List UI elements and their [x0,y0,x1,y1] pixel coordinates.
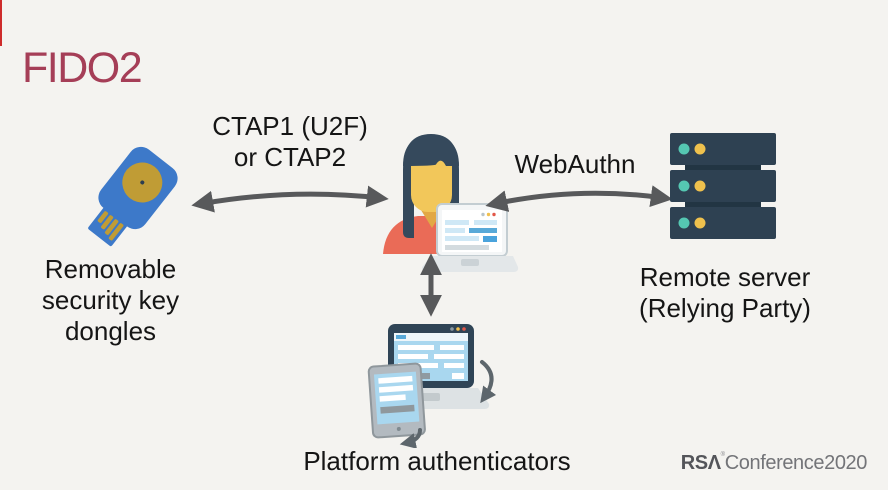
slide-title: FIDO2 [22,44,143,92]
platform-authenticators-icon [367,324,497,448]
label-line: Remote server [639,262,811,292]
label-remote-server: Remote server (Relying Party) [635,262,815,324]
label-line: dongles [64,316,157,346]
left-edge-accent-bar [0,0,2,46]
rsa-logo-text: RSΛ [680,452,721,474]
label-ctap: CTAP1 (U2F) or CTAP2 [196,111,384,173]
label-removable-security-key-dongles: Removable security key dongles [28,254,193,347]
label-platform-authenticators: Platform authenticators [287,446,587,477]
label-line: (Relying Party) [639,293,811,323]
usb-security-key-icon [88,146,178,247]
label-webauthn: WebAuthn [495,149,655,180]
conference-logo-text: Conference2020 [724,452,868,474]
label-line: security key [41,285,180,315]
registered-mark: ® [720,452,725,458]
rsa-conference-logo: RSΛ®Conference2020 [680,452,868,475]
label-line: Platform authenticators [303,446,571,476]
label-line: Removable [44,254,177,284]
server-stack-icon [670,133,776,239]
label-line: WebAuthn [514,149,636,179]
platform-double-arrow-icon [419,253,443,317]
label-line: CTAP1 (U2F) [212,111,368,141]
label-line: or CTAP2 [233,142,347,172]
person-with-laptop-icon [383,134,519,272]
ctap-double-arrow-icon [191,185,389,213]
webauthn-double-arrow-icon [485,185,673,212]
